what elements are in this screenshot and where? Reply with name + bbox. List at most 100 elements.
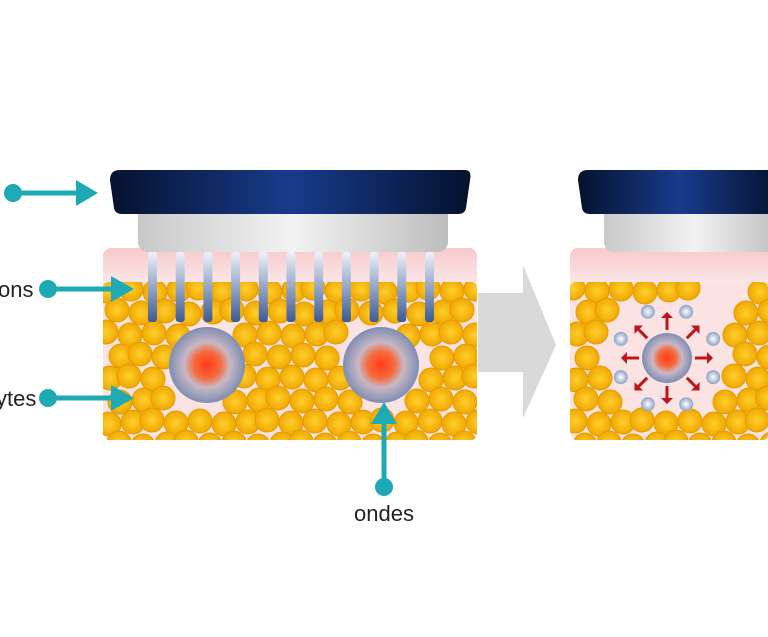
label-adipocytes: ytes bbox=[0, 386, 36, 411]
adipocyte bbox=[757, 298, 768, 324]
fat-droplet bbox=[706, 370, 721, 385]
label-needles: ons bbox=[0, 277, 33, 302]
release-arrowhead bbox=[634, 325, 643, 334]
adipocyte bbox=[302, 408, 328, 434]
pointer-waves bbox=[371, 402, 397, 496]
release-arrow bbox=[685, 328, 697, 340]
adipocyte bbox=[759, 431, 768, 440]
microneedle bbox=[314, 252, 324, 322]
adipocyte bbox=[756, 344, 768, 370]
adipocyte bbox=[594, 297, 620, 323]
adipocyte bbox=[675, 282, 701, 301]
microneedle bbox=[203, 252, 213, 322]
adipocyte bbox=[150, 385, 176, 411]
adipocyte bbox=[744, 407, 768, 433]
microneedle bbox=[369, 252, 379, 322]
transition-arrow bbox=[478, 265, 556, 418]
pointer-handpiece bbox=[4, 180, 98, 206]
adipocyte bbox=[596, 430, 622, 440]
adipocyte bbox=[173, 429, 199, 440]
adipocyte bbox=[242, 341, 268, 367]
fat-droplet bbox=[640, 397, 655, 412]
fat-droplet bbox=[613, 331, 628, 346]
adipocyte bbox=[384, 431, 410, 440]
adipocytes-right bbox=[570, 282, 768, 440]
adipocyte bbox=[427, 432, 453, 440]
adipocyte bbox=[687, 432, 713, 440]
adipocyte bbox=[197, 432, 223, 440]
microneedle bbox=[231, 252, 241, 322]
ruptured-adipocyte bbox=[642, 333, 692, 383]
lipolysis-burst bbox=[613, 304, 721, 412]
adipocyte bbox=[139, 407, 165, 433]
adipocyte bbox=[221, 430, 247, 440]
adipocyte bbox=[314, 345, 340, 371]
release-arrowhead bbox=[661, 312, 673, 318]
adipocyte bbox=[290, 342, 316, 368]
adipocyte bbox=[711, 430, 737, 440]
adipocyte bbox=[663, 429, 689, 440]
adipocyte bbox=[755, 385, 768, 411]
release-arrowhead bbox=[691, 382, 700, 391]
adipocyte bbox=[463, 282, 477, 302]
microneedle bbox=[397, 252, 407, 322]
adipocyte bbox=[256, 320, 282, 346]
adipocyte bbox=[735, 433, 761, 440]
adipocyte bbox=[449, 297, 475, 323]
adipocyte bbox=[452, 389, 477, 415]
fat-droplet bbox=[706, 331, 721, 346]
adipocyte bbox=[279, 364, 305, 390]
adipocyte bbox=[462, 322, 477, 348]
adipocyte bbox=[587, 365, 613, 391]
adipocyte bbox=[632, 282, 658, 305]
adipocyte bbox=[732, 341, 758, 367]
adipocyte bbox=[360, 433, 386, 440]
adipocyte bbox=[574, 345, 600, 371]
adipocyte bbox=[323, 319, 349, 345]
adipocyte bbox=[417, 408, 443, 434]
adipocyte bbox=[629, 407, 655, 433]
adipocyte bbox=[187, 408, 213, 434]
adipocyte bbox=[104, 297, 130, 323]
microneedle bbox=[148, 252, 157, 322]
microneedle bbox=[425, 252, 434, 322]
adipocyte bbox=[336, 430, 362, 440]
adipocyte bbox=[245, 433, 271, 440]
adipocyte bbox=[428, 386, 454, 412]
adipocyte bbox=[461, 363, 477, 389]
adipocyte bbox=[130, 433, 156, 440]
release-arrowhead bbox=[621, 352, 627, 364]
handpiece-left bbox=[110, 170, 471, 252]
skin-block-right bbox=[570, 248, 768, 440]
adipocyte bbox=[597, 389, 623, 415]
pointer-needles bbox=[39, 276, 134, 302]
pointer-adipocytes bbox=[39, 385, 134, 411]
handpiece-right bbox=[578, 170, 768, 252]
adipocyte bbox=[721, 363, 747, 389]
microneedle bbox=[286, 252, 296, 322]
adipocyte bbox=[154, 431, 180, 440]
release-arrow bbox=[637, 376, 649, 388]
adipocyte bbox=[127, 341, 153, 367]
adipocyte bbox=[313, 386, 339, 412]
adipocyte bbox=[583, 319, 609, 345]
release-arrowhead bbox=[707, 352, 713, 364]
release-arrow bbox=[637, 328, 649, 340]
adipocyte bbox=[572, 432, 598, 440]
adipocyte bbox=[438, 319, 464, 345]
adipocyte bbox=[570, 408, 588, 434]
release-arrowhead bbox=[691, 325, 700, 334]
adipocyte bbox=[254, 407, 280, 433]
adipocyte bbox=[337, 389, 363, 415]
microneedle bbox=[258, 252, 268, 322]
label-arrows bbox=[4, 180, 397, 496]
adipocyte bbox=[573, 386, 599, 412]
microneedles bbox=[148, 252, 434, 322]
fat-droplet bbox=[679, 304, 694, 319]
adipocyte bbox=[116, 363, 142, 389]
adipocyte bbox=[265, 385, 291, 411]
adipocyte bbox=[312, 432, 338, 440]
adipocyte bbox=[288, 429, 314, 440]
label-waves: ondes bbox=[354, 501, 414, 526]
adipocyte bbox=[451, 430, 477, 440]
